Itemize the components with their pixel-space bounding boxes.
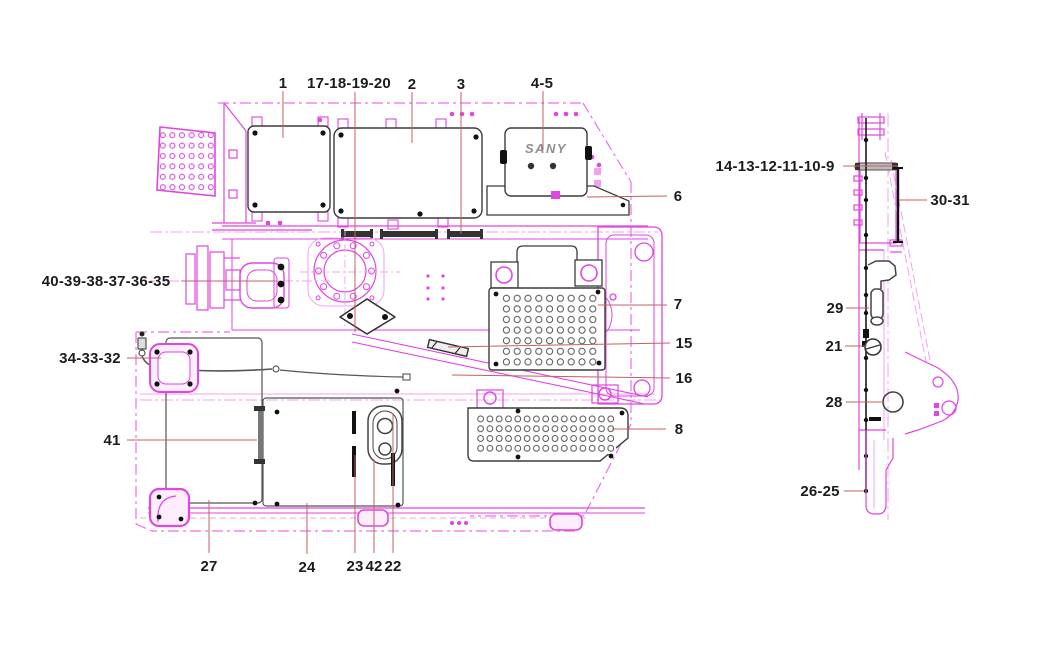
callout-2: 2 [407, 76, 417, 93]
callout-40-35: 40-39-38-37-36-35 [41, 273, 171, 290]
oval-plate-42 [367, 405, 403, 465]
callout-21: 21 [825, 338, 843, 355]
hook-29 [867, 260, 897, 326]
callout-23: 23 [346, 558, 364, 575]
callout-42: 42 [365, 558, 383, 575]
vent-plate-7 [488, 245, 606, 371]
slot-mark [869, 417, 881, 421]
callout-34-32: 34-33-32 [59, 350, 121, 367]
walkway-plate-8 [467, 384, 629, 462]
latch-strips [341, 229, 483, 239]
cover-panel-2 [333, 118, 483, 230]
side-profile-lower [865, 351, 959, 515]
brand-logo: SANY [525, 141, 567, 156]
callout-16: 16 [675, 370, 693, 387]
callout-30-31: 30-31 [930, 192, 970, 209]
callout-29: 29 [826, 300, 844, 317]
diamond-gasket [339, 298, 396, 335]
gas-spring-30-31 [893, 167, 903, 243]
callout-41: 41 [103, 432, 121, 449]
mount-pad [149, 343, 199, 393]
sany-box: SANY [500, 127, 592, 199]
callout-26-25: 26-25 [800, 483, 840, 500]
callout-4-5: 4-5 [530, 75, 554, 92]
callout-7: 7 [673, 296, 683, 313]
left-mechanism [150, 245, 330, 311]
callout-28: 28 [825, 394, 843, 411]
bottom-rail-tabs [357, 509, 583, 531]
side-view [853, 113, 959, 520]
bolt-strip-35 [277, 263, 285, 304]
callout-3: 3 [456, 76, 466, 93]
leader-lines [127, 91, 927, 554]
seal-rod-41 [254, 406, 265, 464]
slot-bars [167, 388, 401, 508]
cover-panel-1 [247, 116, 331, 222]
main-top-view: SANY [135, 102, 663, 532]
plug-28 [882, 391, 904, 413]
callout-15: 15 [675, 335, 693, 352]
swing-bearing [300, 228, 400, 326]
callout-22: 22 [384, 558, 402, 575]
corner-bracket-topleft [212, 102, 312, 231]
strip-15 [426, 338, 470, 358]
callout-24: 24 [298, 559, 316, 576]
screw-21 [862, 329, 882, 356]
callout-17-20: 17-18-19-20 [307, 75, 391, 92]
step-plate [156, 126, 216, 197]
callout-6: 6 [673, 188, 683, 205]
callout-27: 27 [200, 558, 218, 575]
callout-8: 8 [674, 421, 684, 438]
callout-14-9: 14-13-12-11-10-9 [715, 158, 835, 175]
corner-bracket-bottomleft [148, 487, 191, 528]
callout-1: 1 [278, 75, 288, 92]
